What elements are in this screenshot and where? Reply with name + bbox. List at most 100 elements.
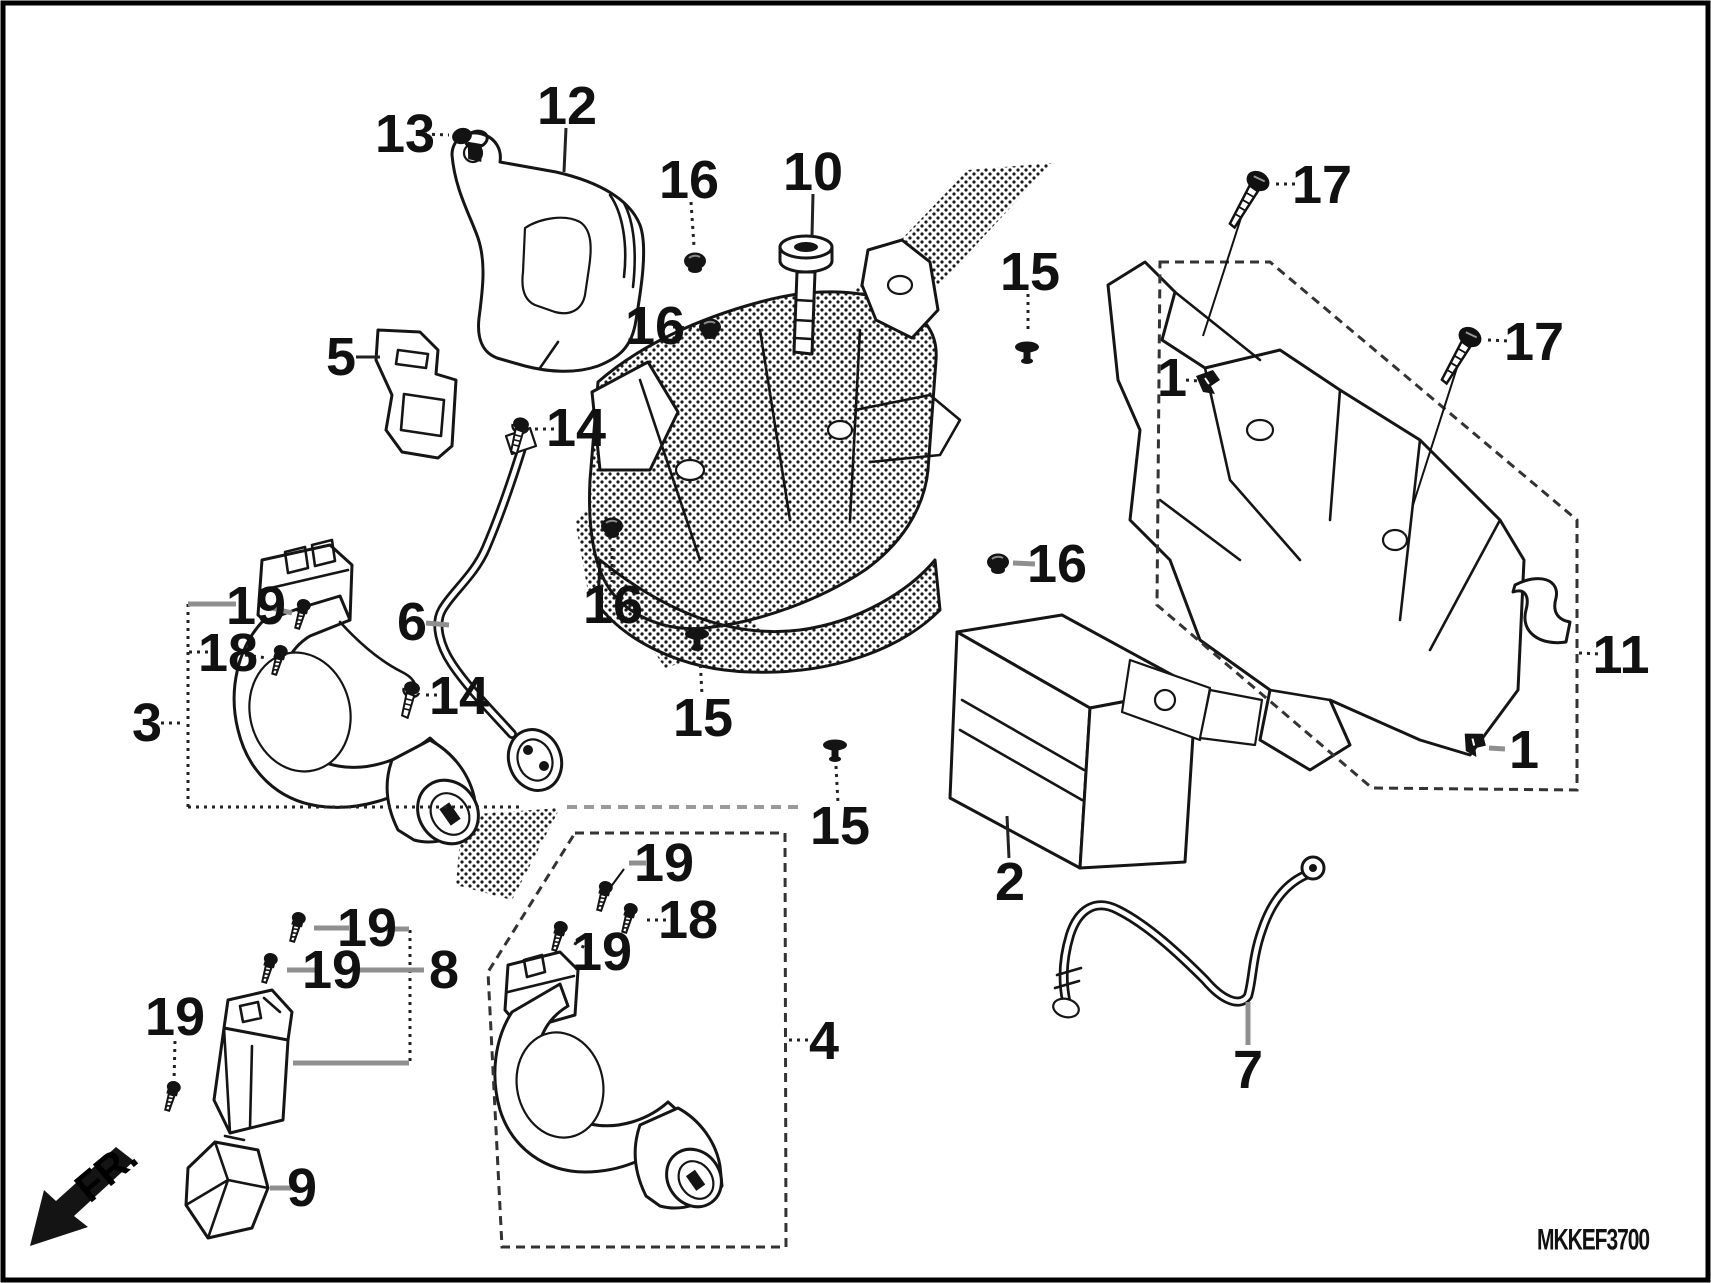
part-7-ring-hole — [1309, 864, 1317, 872]
leader-12-1-0 — [562, 127, 568, 173]
screw-19b-box4-icon — [546, 918, 571, 954]
part-4-strap-hole — [515, 1031, 605, 1139]
leader-1-7-0 — [1185, 378, 1199, 383]
fr-arrow-icon — [30, 1147, 134, 1246]
part-label-15-13: 15 — [673, 688, 733, 748]
screw-19-relay-mid-icon — [256, 950, 281, 986]
part-9-outline — [184, 1140, 270, 1240]
leader-19-26-0 — [573, 941, 587, 950]
leader-17-6-0 — [1487, 338, 1511, 343]
leader-18-18-1 — [244, 653, 268, 660]
part-9-edges — [184, 1134, 270, 1240]
part-7-cable-inner — [1061, 871, 1311, 1004]
leader-15-14-0 — [834, 765, 840, 804]
part-label-1-21: 1 — [1509, 720, 1539, 780]
part-11-dashed-boundary — [1155, 260, 1579, 792]
part-5-slots — [384, 348, 446, 454]
part-5-outline — [374, 328, 458, 460]
leader-19-31-0 — [172, 1040, 177, 1083]
part-11-detail-lines — [1158, 290, 1502, 702]
bracket-arm-hole — [886, 274, 914, 296]
part-7-cable-outer — [1058, 869, 1313, 1007]
part-label-9-32: 9 — [287, 1158, 317, 1218]
grommet-16d-icon — [986, 552, 1010, 575]
part-label-19-31: 19 — [145, 987, 205, 1047]
part-label-11-20: 11 — [1592, 625, 1649, 685]
part-4-dashed-boundary — [486, 831, 788, 1249]
clip-15c-icon — [823, 739, 847, 762]
part-4-keyhole — [685, 1169, 706, 1191]
bracket-detail-lines — [638, 328, 962, 562]
dashed-boundaries — [186, 195, 1579, 1249]
bolt-17a-icon — [1220, 165, 1275, 234]
leader-19-17-1 — [271, 605, 293, 616]
bolt-10-threads — [793, 298, 815, 341]
part-6-cable-inner — [436, 445, 525, 737]
part-12-cutout — [521, 216, 592, 315]
part-4-connector-pins — [506, 953, 576, 994]
part-3-connector-pins — [260, 538, 350, 592]
part-label-5-8: 5 — [326, 327, 356, 387]
leader-6-15-0 — [425, 620, 450, 628]
part-label-19-17: 19 — [226, 576, 286, 636]
part-6-pin2 — [539, 761, 549, 771]
part-label-16-2: 16 — [659, 150, 719, 210]
bracket-hole-2 — [826, 419, 854, 441]
part-label-12-1: 12 — [537, 76, 597, 136]
part-12-cover — [450, 131, 646, 373]
diagram-code: MKKEF3700 — [1537, 1224, 1650, 1257]
leader-11-20-0 — [1578, 651, 1601, 656]
screw-19a-box4-icon — [591, 878, 616, 914]
part-label-14-16: 14 — [429, 666, 489, 726]
part-label-4-27: 4 — [809, 1011, 839, 1071]
part-11-hole-1 — [1245, 418, 1275, 442]
bolt-17b-alignment-line — [1412, 351, 1463, 506]
part-12-fold-lines — [538, 193, 637, 370]
part-3-ignition-switch — [232, 538, 480, 846]
battery-terminal-strap — [1198, 688, 1264, 747]
part-label-2-22: 2 — [995, 852, 1025, 912]
part-8-body-lines — [222, 1026, 254, 1135]
part-label-6-15: 6 — [397, 592, 427, 652]
part-6-pin — [523, 745, 533, 755]
part-7-end-cap — [1052, 997, 1080, 1019]
part-10-bolt — [778, 234, 834, 356]
part-8-relay — [212, 988, 294, 1135]
part-label-15-14: 15 — [810, 796, 870, 856]
screw-19-lone-icon — [159, 1078, 184, 1114]
bolt-17b-icon — [1432, 321, 1487, 390]
bracket-hole-1 — [674, 458, 706, 482]
part-9-cushion — [184, 1134, 270, 1240]
part-label-17-5: 17 — [1292, 155, 1352, 215]
part-label-19-26: 19 — [572, 922, 632, 982]
screw-19-relay-top-icon — [284, 909, 309, 945]
part-7-battery-cable — [1052, 855, 1326, 1019]
part-label-19-28: 19 — [337, 898, 397, 958]
part-4-ignition-switch — [493, 950, 724, 1210]
part-label-16-11: 16 — [583, 575, 643, 635]
part-label-13-0: 13 — [375, 104, 435, 164]
part-label-19-24: 19 — [634, 833, 694, 893]
bolt-10-cap-slot — [794, 242, 818, 252]
part-6-cable — [433, 426, 564, 792]
part-label-18-25: 18 — [658, 890, 718, 950]
part-label-16-10: 16 — [625, 296, 685, 356]
part-label-14-9: 14 — [546, 398, 606, 458]
part-8-connector-slots — [238, 996, 282, 1024]
part-10-bracket-assembly — [588, 234, 962, 674]
part-label-16-12: 16 — [1027, 534, 1087, 594]
part-label-3-19: 3 — [132, 693, 162, 753]
stipple-patch-box4 — [456, 808, 560, 900]
part-11-hole-2 — [1381, 528, 1409, 552]
part-label-10-3: 10 — [783, 142, 843, 202]
battery-terminal-bolt — [1153, 688, 1177, 712]
battery-vent-lines — [958, 698, 1086, 802]
part-label-15-4: 15 — [1000, 242, 1060, 302]
part-11-hook — [1511, 577, 1572, 645]
leader-1-21-0 — [1488, 745, 1506, 752]
leader-16-12-0 — [1012, 560, 1036, 567]
